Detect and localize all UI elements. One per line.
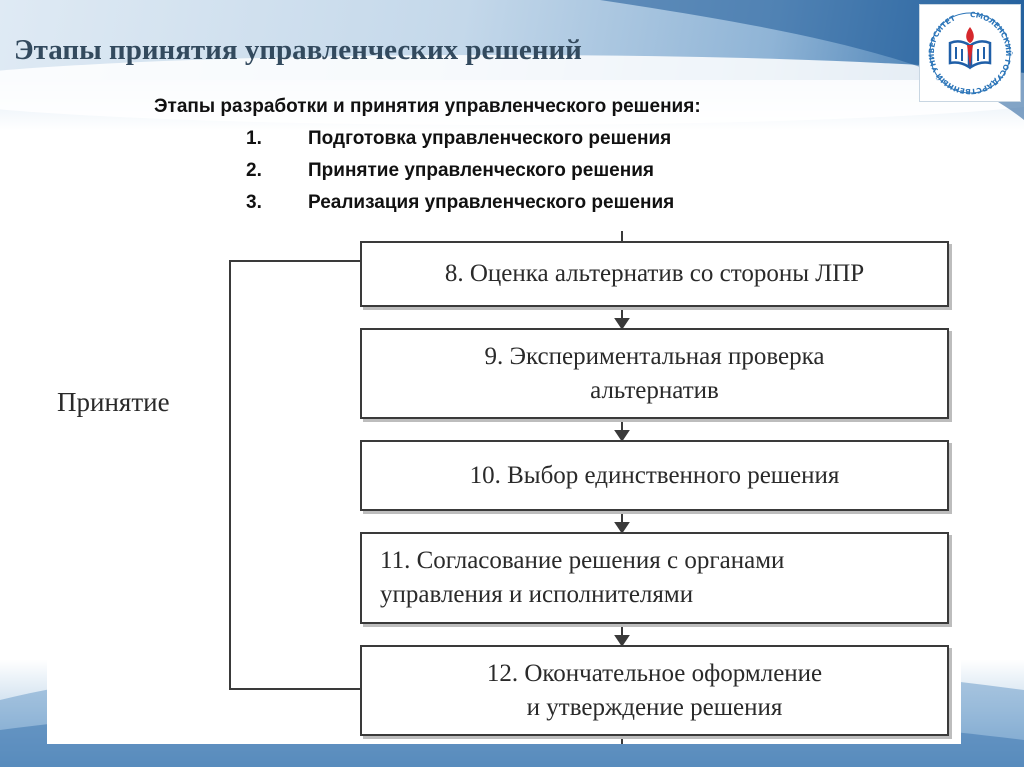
step-box-12: 12. Окончательное оформление и утвержден…: [360, 645, 949, 736]
step-box-11: 11. Согласование решения с органами упра…: [360, 532, 949, 624]
step-label: 12. Окончательное оформление и утвержден…: [486, 659, 823, 721]
stage-item: 1. Подготовка управленческого решения: [246, 128, 874, 150]
step-label: 10. Выбор единственного решения: [469, 461, 840, 489]
diagram-connectors: [229, 231, 630, 744]
arrow-head: [614, 635, 630, 647]
flow-diagram: Принятие 8. Оценка альтернатив со сторон…: [47, 231, 961, 744]
slide-title: Этапы принятия управленческих решений: [14, 34, 582, 66]
stage-number: 1.: [246, 128, 262, 149]
stage-item: 2. Принятие управленческого решения: [246, 160, 874, 182]
step-box-10: 10. Выбор единственного решения: [360, 440, 949, 511]
stage-label: Подготовка управленческого решения: [308, 128, 672, 149]
step-label: 9. Экспериментальная проверка альтернати…: [484, 342, 825, 404]
university-logo: СМОЛЕНСКИЙ ГОСУДАРСТВЕННЫЙ УНИВЕРСИТЕТ: [919, 4, 1021, 102]
step-box-9: 9. Экспериментальная проверка альтернати…: [360, 328, 949, 419]
step-label: 11. Согласование решения с органами упра…: [380, 547, 785, 608]
group-label: Принятие: [57, 387, 170, 417]
stage-item: 3. Реализация управленческого решения: [246, 192, 874, 214]
step-box-8: 8. Оценка альтернатив со стороны ЛПР: [360, 241, 949, 307]
step-label: 8. Оценка альтернатив со стороны ЛПР: [444, 260, 865, 288]
arrow-head: [614, 430, 630, 442]
arrow-head: [614, 318, 630, 330]
stage-list: 1. Подготовка управленческого решения 2.…: [154, 128, 874, 214]
stage-number: 2.: [246, 160, 262, 181]
intro-block: Этапы разработки и принятия управленческ…: [154, 96, 874, 224]
intro-heading: Этапы разработки и принятия управленческ…: [154, 96, 701, 117]
arrow-head: [614, 522, 630, 534]
group-bracket: [229, 260, 360, 690]
stage-number: 3.: [246, 192, 262, 213]
stage-label: Реализация управленческого решения: [308, 192, 675, 213]
stage-label: Принятие управленческого решения: [308, 160, 654, 181]
